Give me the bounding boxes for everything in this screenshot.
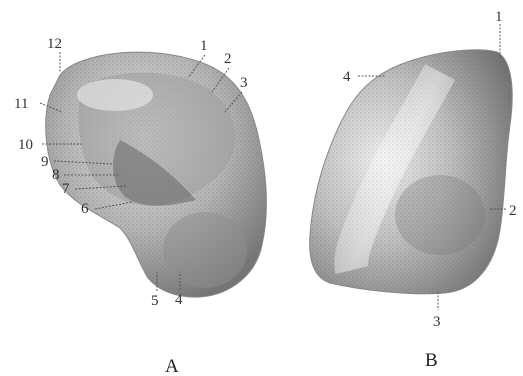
- panel-b-label-4: 4: [343, 69, 351, 85]
- panel-b-label-2: 2: [509, 203, 517, 219]
- panel-b-drawing: [310, 50, 513, 294]
- panel-a-label-7: 7: [62, 181, 70, 197]
- panel-a-label-12: 12: [47, 36, 62, 52]
- panel-a-label-9: 9: [41, 154, 49, 170]
- panel-a-label-1: 1: [200, 38, 208, 54]
- panel-a-label-4: 4: [175, 292, 183, 308]
- panel-a-label-11: 11: [14, 96, 28, 112]
- panel-a-label-6: 6: [81, 201, 89, 217]
- panel-a-lower-facet: [163, 212, 247, 288]
- panel-a-label-8: 8: [52, 167, 60, 183]
- panel-a-caption: A: [165, 356, 179, 376]
- panel-a-label-2: 2: [224, 51, 232, 67]
- panel-b-label-3: 3: [433, 314, 441, 330]
- panel-b-label-1: 1: [495, 9, 503, 25]
- panel-b-caption: B: [425, 350, 438, 371]
- panel-a-label-3: 3: [240, 75, 248, 91]
- panel-b-dark-surface: [395, 175, 485, 255]
- panel-a-label-10: 10: [18, 137, 33, 153]
- panel-a-highlight: [77, 79, 153, 111]
- panel-a-label-5: 5: [151, 293, 159, 309]
